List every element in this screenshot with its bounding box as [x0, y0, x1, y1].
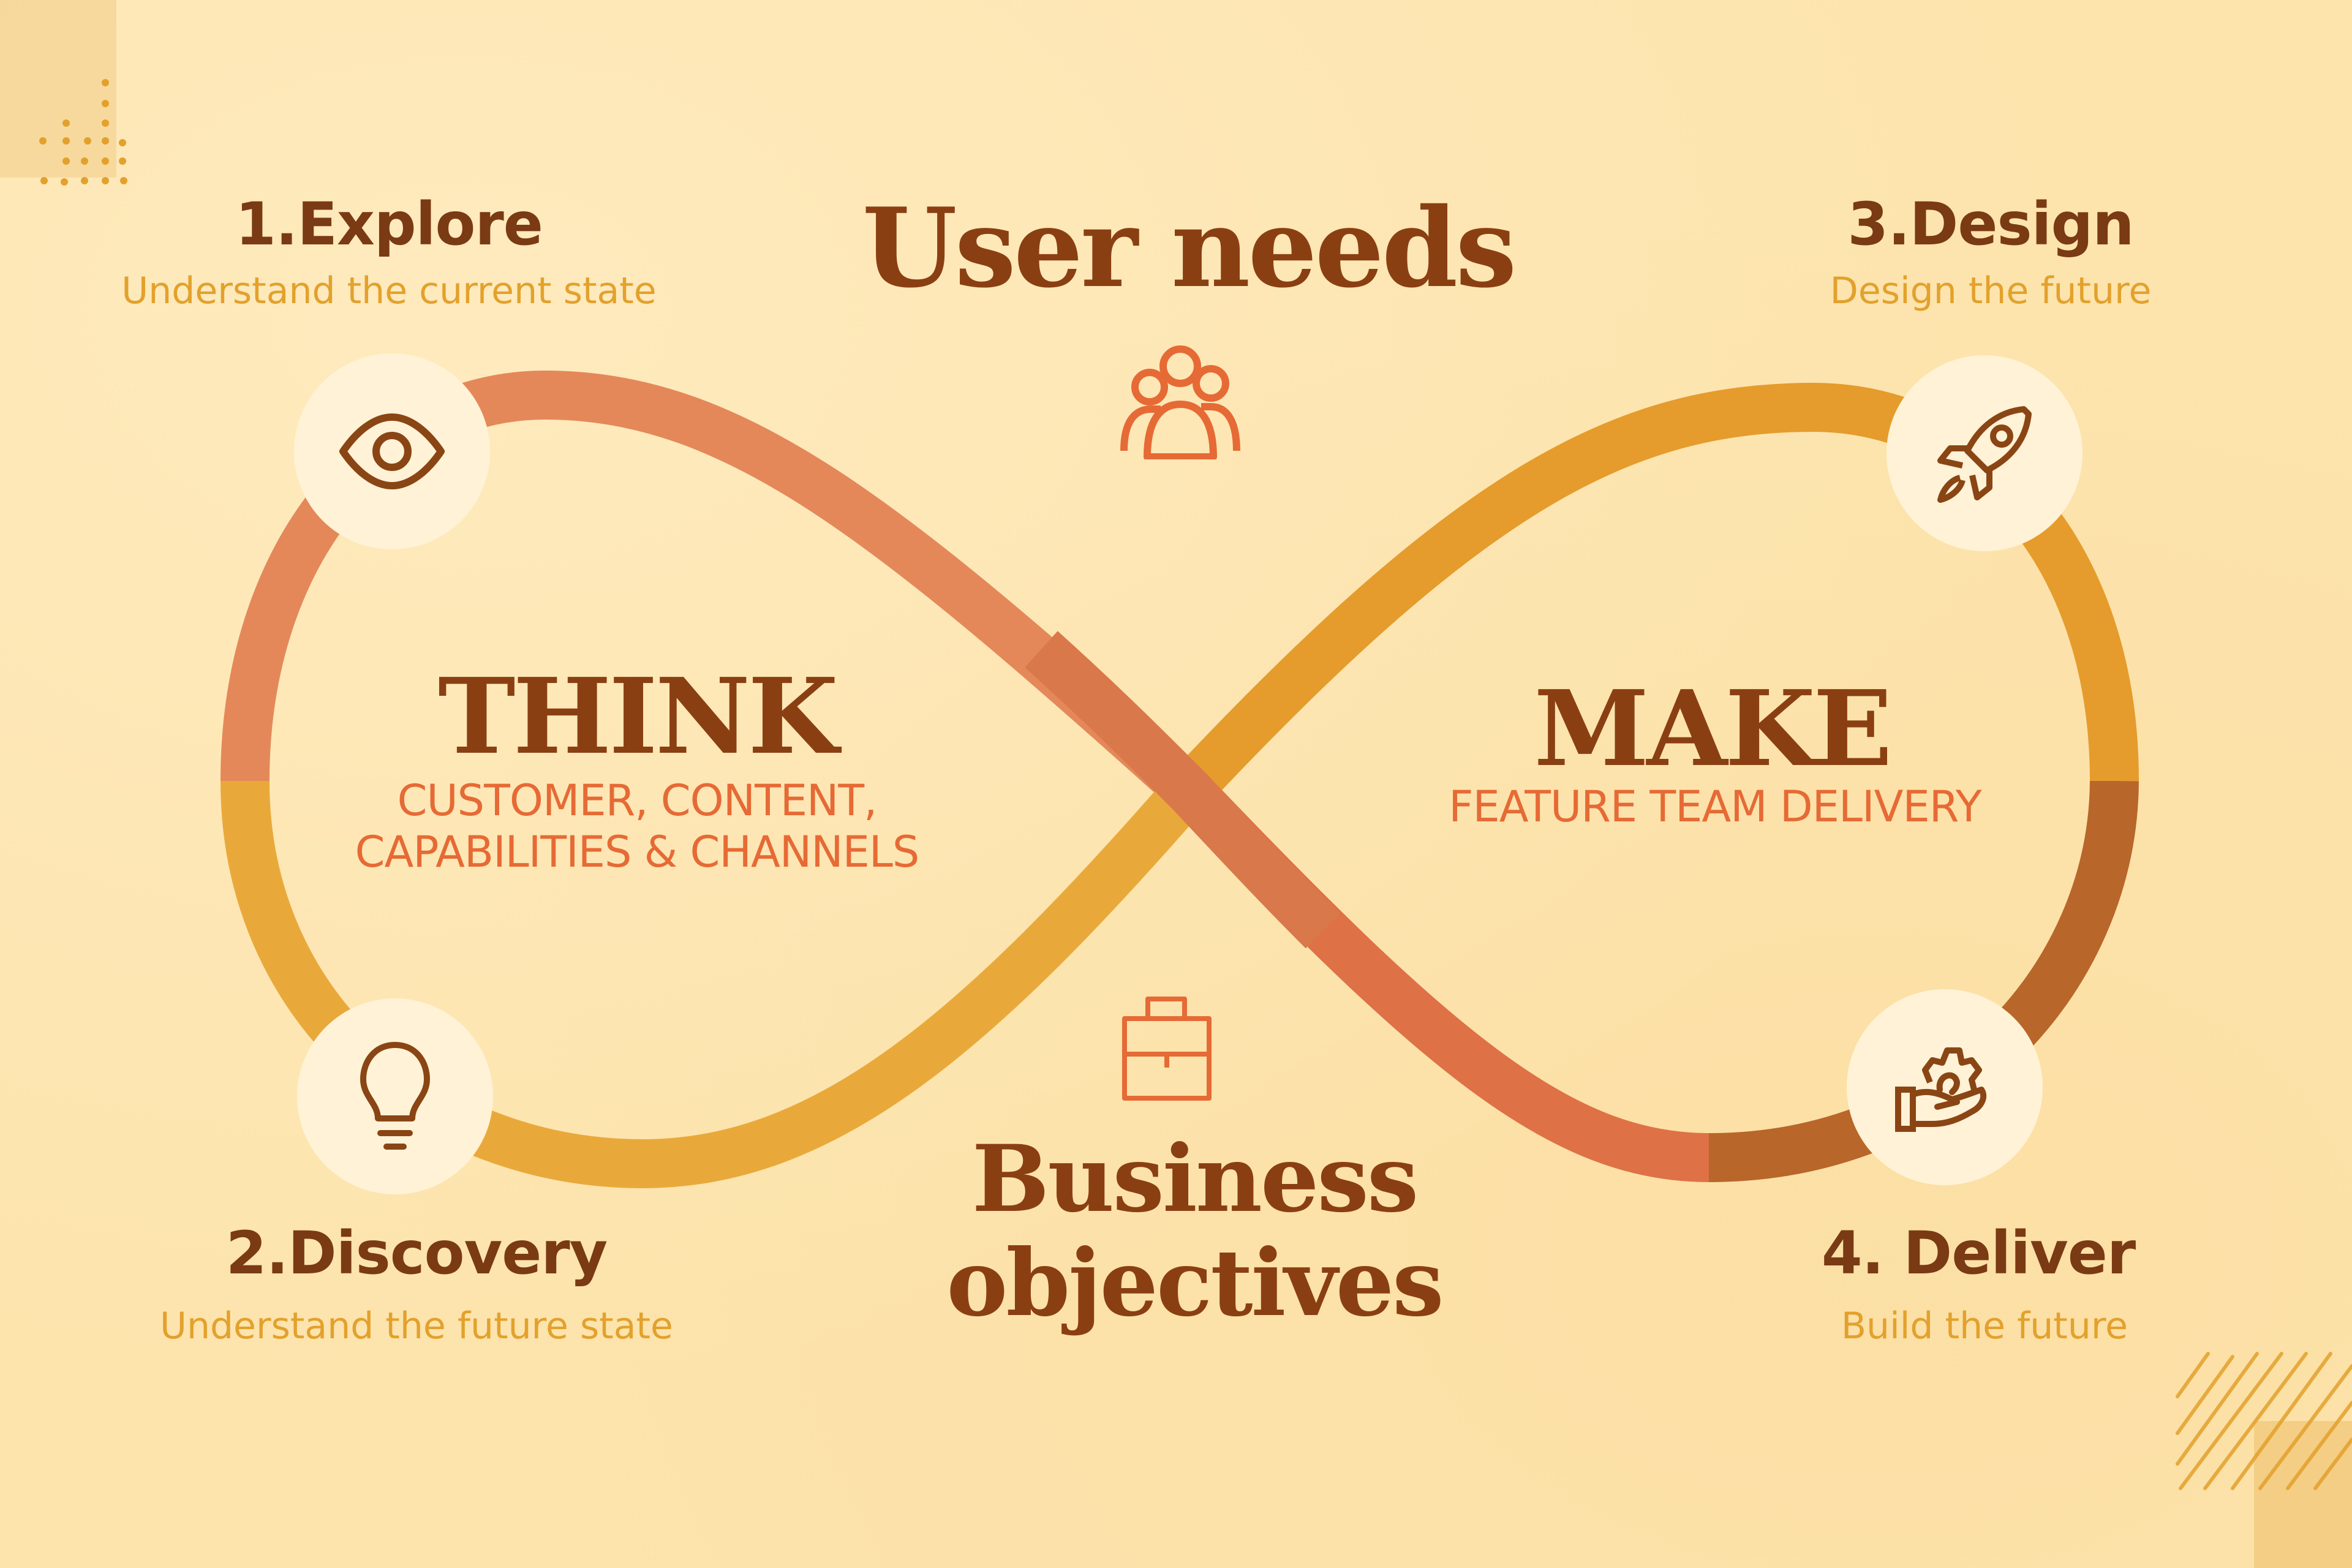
explore-icon-badge [294, 353, 490, 549]
step-4-title: 4. Deliver [1821, 1219, 2136, 1287]
think-description: CUSTOMER, CONTENT, CAPABILITIES & CHANNE… [318, 775, 956, 878]
deliver-icon-badge [1847, 989, 2043, 1185]
loop-segment-think-lower [221, 774, 1207, 1189]
think-description-line2: CAPABILITIES & CHANNELS [355, 827, 920, 877]
users-group-icon [1120, 345, 1240, 459]
step-1-title: 1.Explore [235, 190, 543, 258]
hatch-pattern-decoration [2176, 1352, 2352, 1490]
step-3-subtitle: Design the future [1830, 270, 2152, 312]
corner-texture-bottom-right [2254, 1421, 2352, 1568]
business-objectives-line1: Business [971, 1125, 1419, 1233]
business-objectives-line2: objectives [946, 1229, 1444, 1337]
make-heading: MAKE [1534, 668, 1892, 790]
lightbulb-icon [360, 1042, 430, 1150]
step-4-subtitle: Build the future [1841, 1305, 2128, 1348]
step-2-subtitle: Understand the future state [160, 1305, 673, 1348]
loop-segment-think-upper [221, 370, 1205, 809]
hand-gear-icon [1895, 1047, 1987, 1132]
eye-icon [339, 413, 445, 489]
briefcase-icon [1122, 997, 1212, 1101]
think-heading: THINK [438, 655, 839, 778]
think-description-line1: CUSTOMER, CONTENT, [397, 775, 878, 826]
dot-pattern-decoration [39, 79, 127, 186]
step-3-title: 3.Design [1847, 190, 2134, 258]
business-objectives-title: Business objectives [919, 1127, 1470, 1335]
step-2-title: 2.Discovery [225, 1219, 608, 1287]
make-description: FEATURE TEAM DELIVERY [1449, 782, 1981, 832]
design-icon-badge [1887, 355, 2082, 551]
step-1-subtitle: Understand the current state [121, 270, 657, 312]
discovery-icon-badge [297, 998, 493, 1194]
corner-texture-top-left [0, 0, 116, 178]
loop-segment-make-upper [1170, 382, 2139, 807]
rocket-icon [1937, 406, 2032, 503]
user-needs-title: User needs [862, 184, 1517, 312]
